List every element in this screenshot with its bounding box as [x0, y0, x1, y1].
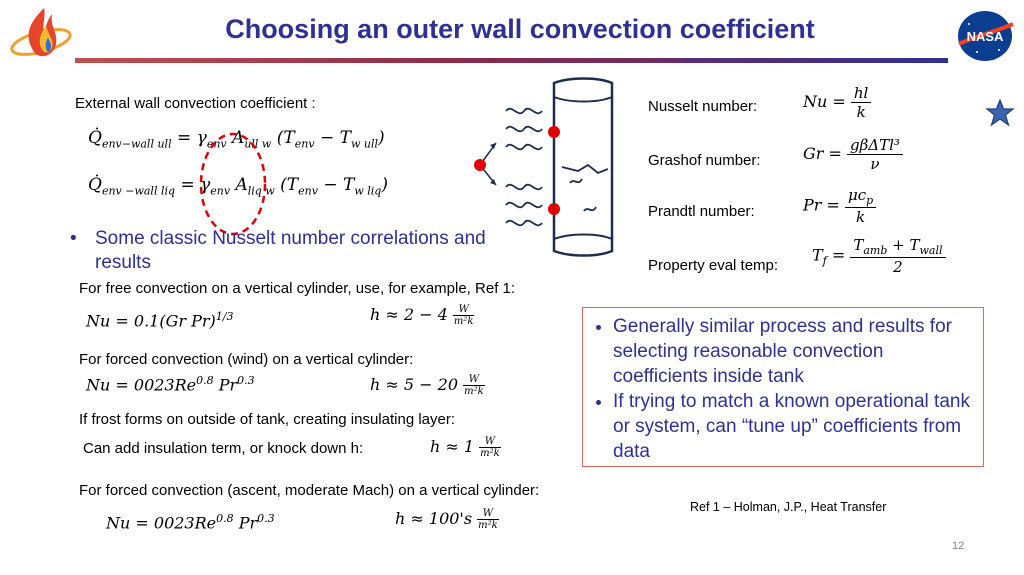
reference-note: Ref 1 – Holman, J.P., Heat Transfer	[690, 500, 887, 514]
eval-temp-label: Property eval temp:	[648, 257, 779, 274]
summary-item: If trying to match a known operational t…	[613, 389, 983, 464]
free-convection-label: For free convection on a vertical cylind…	[79, 280, 516, 297]
prandtl-label: Prandtl number:	[648, 203, 755, 220]
ascent-convection-label: For forced convection (ascent, moderate …	[79, 482, 540, 499]
tank-outline	[552, 77, 614, 257]
wall-convection-heading: External wall convection coefficient :	[75, 95, 316, 112]
flame-logo-icon	[10, 8, 72, 57]
node-wall-liquid	[548, 203, 560, 215]
gamma-highlight-ellipse	[199, 132, 267, 236]
nasa-logo-text: NASA	[967, 29, 1004, 44]
tank-diagram	[474, 77, 614, 257]
node-wall-ullage	[548, 126, 560, 138]
nasa-logo-icon: NASA	[958, 11, 1014, 61]
summary-item: Generally similar process and results fo…	[613, 314, 983, 389]
summary-box: Generally similar process and results fo…	[582, 307, 984, 467]
frost-insulation-label: Can add insulation term, or knock down h…	[83, 440, 364, 457]
nusselt-label: Nusselt number:	[648, 98, 758, 115]
title-underline	[75, 58, 948, 63]
nusselt-correlations-bullet: • Some classic Nusselt number correlatio…	[70, 228, 486, 273]
ascent-nu-equation: Nu = 0023Re0.8 Pr0.3	[106, 512, 275, 533]
forced-wind-label: For forced convection (wind) on a vertic…	[79, 351, 414, 368]
frost-label: If frost forms on outside of tank, creat…	[79, 411, 456, 428]
star-icon	[985, 98, 1015, 127]
page-title: Choosing an outer wall convection coeffi…	[225, 14, 815, 44]
grashof-label: Grashof number:	[648, 152, 761, 169]
free-convection-nu-equation: Nu = 0.1(Gr Pr)1/3	[86, 310, 234, 331]
forced-wind-nu-equation: Nu = 0023Re0.8 Pr0.3	[86, 374, 255, 395]
page-number: 12	[952, 540, 965, 552]
equation-liquid: Q̇env −wall liq = γenv Aliq w (Tenv − Tw…	[88, 175, 388, 198]
node-ambient	[474, 159, 486, 171]
